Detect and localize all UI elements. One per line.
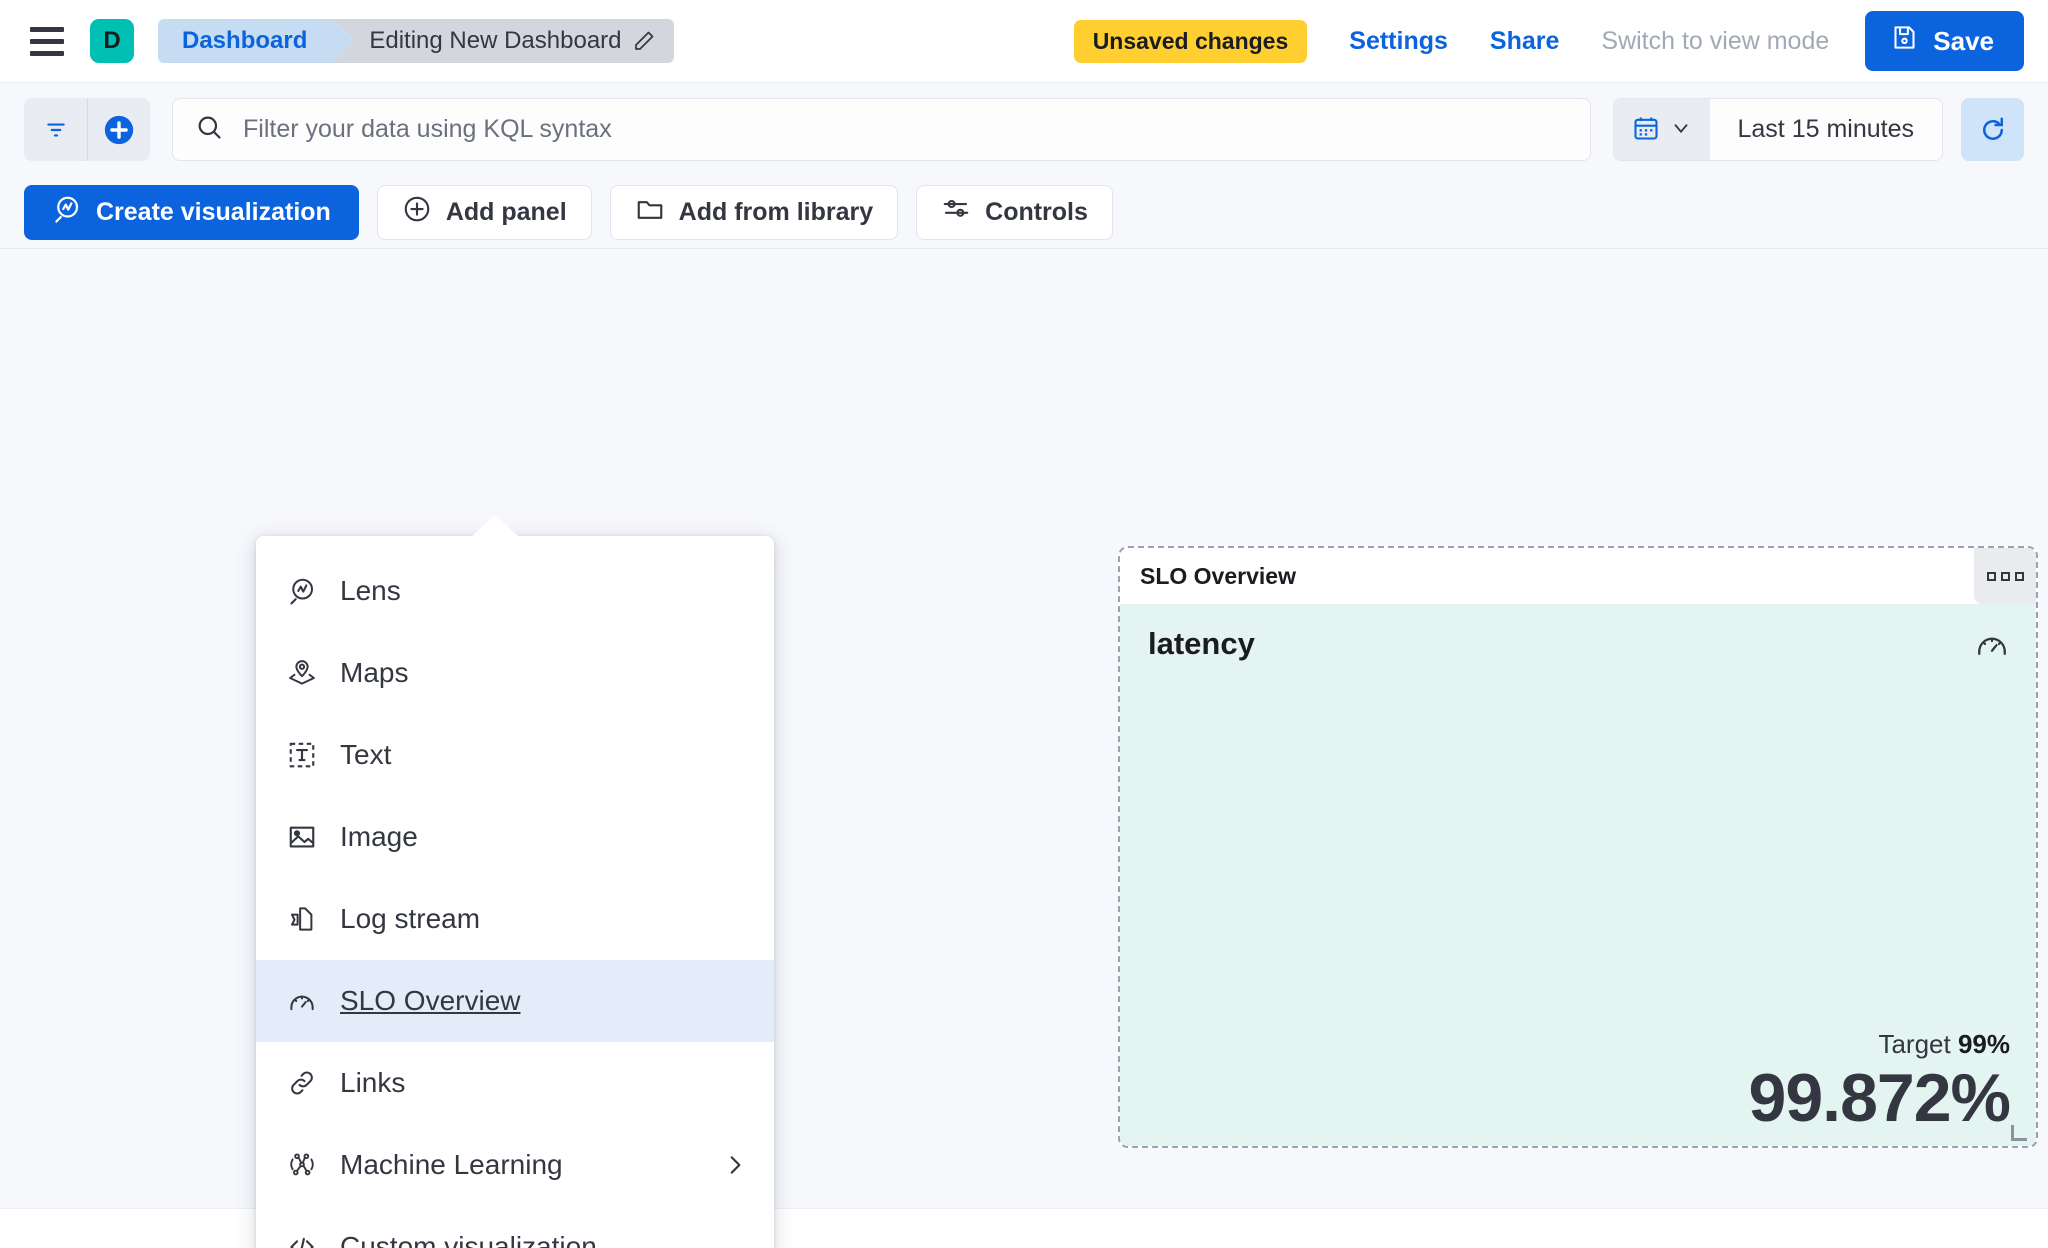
code-icon [286, 1231, 318, 1248]
refresh-icon[interactable] [1961, 98, 2024, 161]
hamburger-bar [30, 26, 64, 32]
pencil-icon[interactable] [632, 29, 656, 53]
map-pin-icon [286, 657, 318, 689]
menu-item-slo-overview[interactable]: SLO Overview [256, 960, 774, 1042]
breadcrumb-root-label: Dashboard [182, 27, 308, 54]
hamburger-bar [30, 50, 64, 56]
menu-item-label: Machine Learning [340, 1149, 563, 1180]
hamburger-bar [30, 38, 64, 44]
panel-context-menu-icon[interactable] [1974, 548, 2036, 604]
menu-item-label: Links [340, 1067, 406, 1098]
slo-metric-name: latency [1148, 626, 1255, 661]
slo-target-value: 99% [1957, 1029, 2010, 1059]
save-button[interactable]: Save [1865, 11, 2024, 71]
panel-header: SLO Overview [1120, 548, 2036, 604]
lens-icon [286, 575, 318, 607]
add-panel-menu: Lens Maps Text [256, 515, 774, 1248]
menu-item-image[interactable]: Image [256, 796, 774, 878]
add-filter-plus-circle-icon[interactable] [87, 98, 150, 161]
slo-target-label: Target [1878, 1029, 1951, 1059]
chevron-right-icon [722, 1152, 748, 1178]
menu-item-label: Log stream [340, 903, 481, 934]
breadcrumb-current-label: Editing New Dashboard [369, 27, 622, 54]
add-panel-label: Add panel [445, 197, 567, 226]
context-dot [2014, 571, 2024, 581]
folder-icon [635, 194, 665, 231]
menu-item-label: Image [340, 821, 418, 852]
slo-sli-value: 99.872% [1748, 1060, 2011, 1136]
menu-item-label: Maps [340, 657, 409, 688]
context-dot [2000, 571, 2010, 581]
text-box-icon [286, 739, 318, 771]
filter-button-group [24, 98, 150, 161]
menu-item-machine-learning[interactable]: Machine Learning [256, 1124, 774, 1206]
menu-item-label: SLO Overview [340, 985, 521, 1016]
save-disk-icon [1891, 24, 1918, 58]
status-badge-unsaved-changes[interactable]: Unsaved changes [1073, 19, 1308, 63]
sliders-icon [941, 194, 971, 231]
hamburger-icon[interactable] [26, 20, 68, 62]
search-icon [195, 113, 223, 146]
search-input-container[interactable] [172, 98, 1591, 161]
search-input[interactable] [243, 115, 1568, 144]
log-stream-icon [286, 903, 318, 935]
header-actions: Unsaved changes Settings Share Switch to… [1073, 11, 2024, 71]
add-from-library-label: Add from library [678, 197, 874, 226]
chevron-down-icon [1670, 117, 1692, 142]
resize-handle-icon[interactable] [2011, 1125, 2027, 1141]
calendar-quick-select-button[interactable] [1613, 99, 1710, 160]
controls-button[interactable]: Controls [916, 184, 1113, 240]
breadcrumb-item-current[interactable]: Editing New Dashboard [332, 19, 674, 63]
menu-item-lens[interactable]: Lens [256, 550, 774, 632]
lens-icon [52, 194, 82, 231]
switch-to-view-mode-link[interactable]: Switch to view mode [1601, 26, 1830, 55]
link-icon [286, 1067, 318, 1099]
menu-item-custom-visualization[interactable]: Custom visualization [256, 1206, 774, 1248]
image-icon [286, 821, 318, 853]
create-visualization-button[interactable]: Create visualization [24, 184, 359, 240]
menu-item-label: Custom visualization [340, 1231, 597, 1248]
plus-circle-icon [402, 194, 432, 231]
query-bar: Last 15 minutes [0, 83, 2048, 176]
breadcrumb: Dashboard Editing New Dashboard [158, 19, 674, 63]
menu-item-log-stream[interactable]: Log stream [256, 878, 774, 960]
dashboard-canvas: Lens Maps Text [0, 248, 2048, 1248]
avatar[interactable]: D [90, 19, 134, 63]
date-picker-group: Last 15 minutes [1612, 98, 1943, 161]
calendar-icon [1632, 114, 1660, 145]
menu-item-label: Text [340, 739, 392, 770]
app-header: D Dashboard Editing New Dashboard Unsave… [0, 0, 2048, 83]
filter-icon[interactable] [24, 98, 87, 161]
breadcrumb-item-dashboard[interactable]: Dashboard [158, 19, 355, 63]
panel-title: SLO Overview [1140, 562, 1296, 589]
context-dot [1986, 571, 1996, 581]
editor-toolbar: Create visualization Add panel Add from … [0, 176, 2048, 248]
slo-summary: Target 99% 99.872% [1748, 1029, 2011, 1136]
slo-overview-panel[interactable]: SLO Overview latency [1118, 546, 2038, 1148]
controls-label: Controls [985, 197, 1088, 226]
menu-item-label: Lens [340, 575, 401, 606]
ml-nodes-icon [286, 1149, 318, 1181]
add-panel-button[interactable]: Add panel [376, 184, 592, 240]
gauge-icon [1974, 626, 2010, 667]
menu-item-text[interactable]: Text [256, 714, 774, 796]
date-range-button[interactable]: Last 15 minutes [1709, 99, 1942, 160]
save-button-label: Save [1933, 25, 1994, 56]
panel-body: latency Target 99% 99.872% [1120, 604, 2036, 1146]
settings-link[interactable]: Settings [1349, 26, 1448, 55]
share-link[interactable]: Share [1489, 26, 1560, 55]
menu-item-links[interactable]: Links [256, 1042, 774, 1124]
create-visualization-label: Create visualization [96, 197, 331, 226]
slo-target: Target 99% [1749, 1029, 2010, 1060]
add-from-library-button[interactable]: Add from library [609, 184, 899, 240]
gauge-icon [286, 985, 318, 1017]
menu-item-maps[interactable]: Maps [256, 632, 774, 714]
